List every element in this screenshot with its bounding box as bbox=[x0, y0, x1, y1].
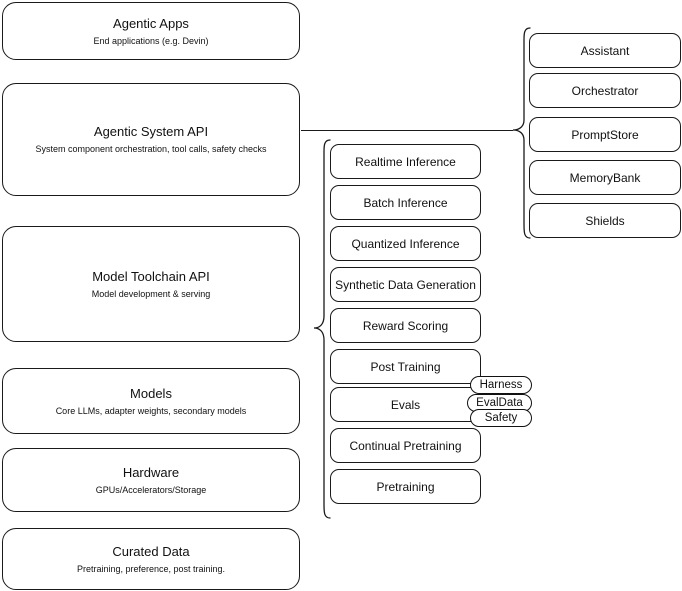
toolchain-bracket-icon bbox=[313, 139, 331, 519]
stack-layer-subtitle: System component orchestration, tool cal… bbox=[35, 144, 267, 154]
component-label: PromptStore bbox=[571, 127, 639, 142]
stack-layer-agentic-apps[interactable]: Agentic Apps End applications (e.g. Devi… bbox=[2, 2, 300, 60]
evals-badge-harness[interactable]: Harness bbox=[470, 376, 532, 394]
toolchain-component-reward-scoring[interactable]: Reward Scoring bbox=[330, 308, 481, 343]
stack-layer-model-toolchain-api[interactable]: Model Toolchain API Model development & … bbox=[2, 226, 300, 342]
agentic-component-memorybank[interactable]: MemoryBank bbox=[529, 160, 681, 195]
component-label: Evals bbox=[390, 397, 421, 412]
component-label: Assistant bbox=[580, 43, 630, 58]
component-label: Reward Scoring bbox=[362, 318, 449, 333]
toolchain-component-pretraining[interactable]: Pretraining bbox=[330, 469, 481, 504]
stack-layer-subtitle: End applications (e.g. Devin) bbox=[93, 35, 209, 46]
connector-line-agentic bbox=[301, 130, 513, 132]
component-label: Post Training bbox=[370, 359, 441, 374]
stack-layer-subtitle: Pretraining, preference, post training. bbox=[76, 563, 226, 574]
stack-layer-subtitle: Model development & serving bbox=[91, 288, 211, 299]
stack-layer-hardware[interactable]: Hardware GPUs/Accelerators/Storage bbox=[2, 448, 300, 512]
stack-layer-title: Model Toolchain API bbox=[92, 268, 210, 284]
toolchain-component-evals[interactable]: Evals bbox=[330, 387, 481, 422]
toolchain-component-synthetic-data-generation[interactable]: Synthetic Data Generation bbox=[330, 267, 481, 302]
component-label: Shields bbox=[585, 213, 625, 228]
toolchain-component-realtime-inference[interactable]: Realtime Inference bbox=[330, 144, 481, 179]
badge-label: Harness bbox=[479, 378, 523, 391]
toolchain-component-continual-pretraining[interactable]: Continual Pretraining bbox=[330, 428, 481, 463]
stack-layer-agentic-system-api[interactable]: Agentic System API System component orch… bbox=[2, 83, 300, 196]
component-label: MemoryBank bbox=[569, 170, 641, 185]
component-label: Orchestrator bbox=[571, 83, 639, 98]
stack-layer-title: Agentic Apps bbox=[113, 15, 189, 31]
stack-layer-title: Models bbox=[130, 385, 172, 401]
component-label: Batch Inference bbox=[363, 195, 448, 210]
agentic-bracket-icon bbox=[512, 27, 531, 239]
stack-layer-subtitle: GPUs/Accelerators/Storage bbox=[95, 484, 207, 495]
component-label: Pretraining bbox=[376, 479, 435, 494]
stack-layer-subtitle: Core LLMs, adapter weights, secondary mo… bbox=[55, 405, 247, 416]
toolchain-component-post-training[interactable]: Post Training bbox=[330, 349, 481, 384]
toolchain-component-quantized-inference[interactable]: Quantized Inference bbox=[330, 226, 481, 261]
stack-layer-title: Agentic System API bbox=[93, 124, 209, 139]
stack-layer-title: Hardware bbox=[122, 464, 180, 480]
agentic-component-assistant[interactable]: Assistant bbox=[529, 33, 681, 68]
stack-layer-curated-data[interactable]: Curated Data Pretraining, preference, po… bbox=[2, 528, 300, 590]
component-label: Synthetic Data Generation bbox=[335, 277, 476, 292]
agentic-component-orchestrator[interactable]: Orchestrator bbox=[529, 73, 681, 108]
agentic-component-shields[interactable]: Shields bbox=[529, 203, 681, 238]
agentic-component-promptstore[interactable]: PromptStore bbox=[529, 117, 681, 152]
evals-badge-safety[interactable]: Safety bbox=[470, 409, 532, 427]
badge-label: Safety bbox=[484, 411, 518, 424]
toolchain-component-batch-inference[interactable]: Batch Inference bbox=[330, 185, 481, 220]
component-label: Quantized Inference bbox=[351, 236, 460, 251]
component-label: Continual Pretraining bbox=[349, 438, 462, 453]
stack-layer-models[interactable]: Models Core LLMs, adapter weights, secon… bbox=[2, 368, 300, 434]
component-label: Realtime Inference bbox=[355, 154, 456, 169]
badge-label: EvalData bbox=[476, 396, 523, 409]
stack-layer-title: Curated Data bbox=[112, 543, 190, 559]
